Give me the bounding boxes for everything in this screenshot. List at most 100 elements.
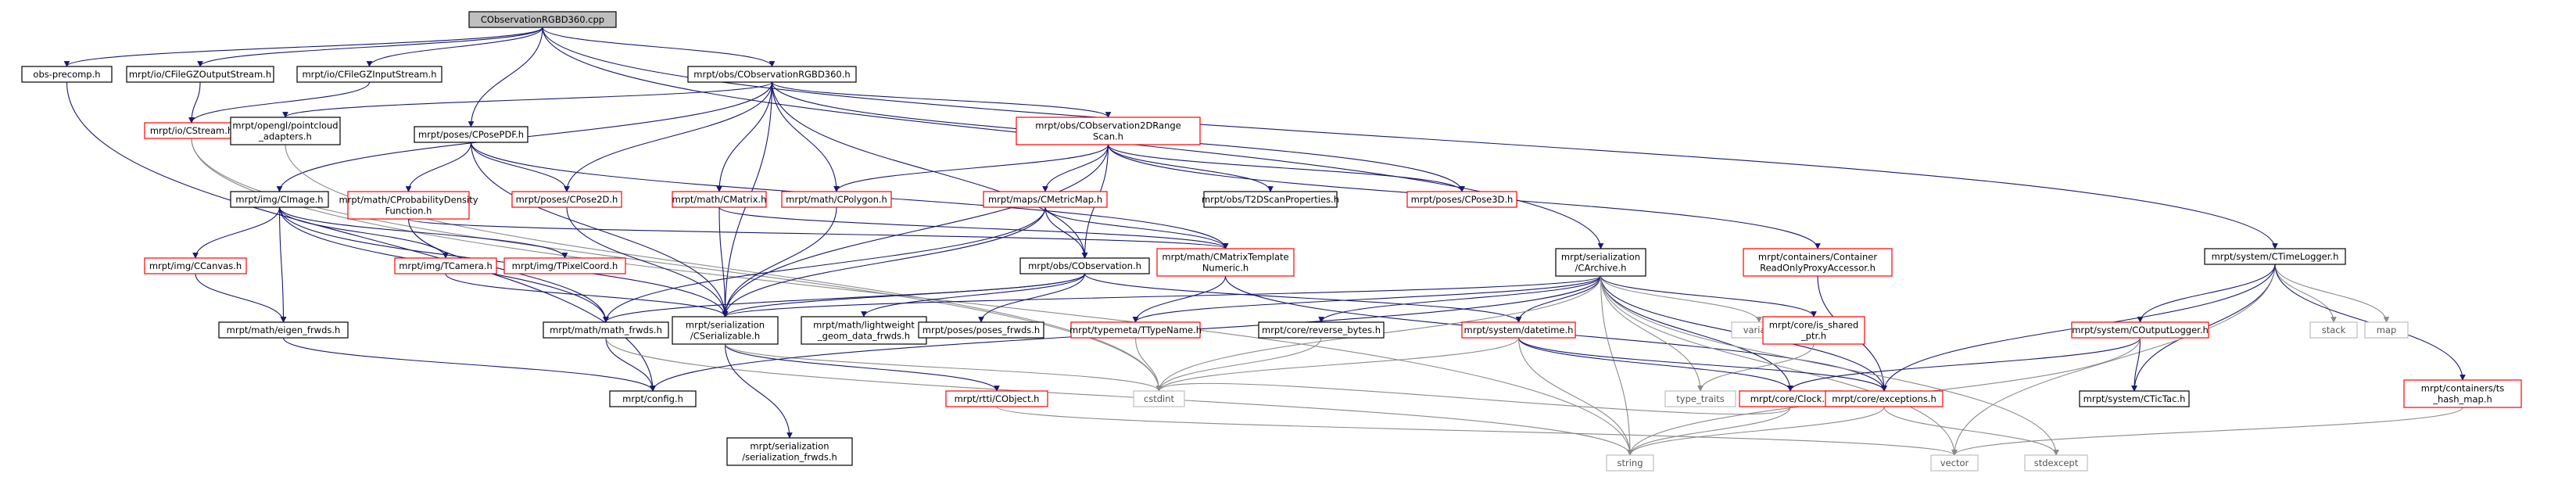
edge-rgbd-to-cpolygon [771,81,840,192]
edge-probdens-to-cmtnum [407,218,1228,249]
node-label: map [2377,325,2397,335]
edge-datetime-to-cstdint [1155,337,1520,392]
node-cobject[interactable]: mrpt/rtti/CObject.h [945,390,1048,407]
node-ctictac[interactable]: mrpt/system/CTicTac.h [2079,390,2190,407]
edge-root-to-rgbd [542,27,776,67]
node-gzin[interactable]: mrpt/io/CFileGZInputStream.h [296,66,442,83]
node-label: mrpt/io/CFileGZOutputStream.h [129,69,271,80]
node-t2dscan[interactable]: mrpt/obs/T2DScanProperties.h [1202,191,1339,208]
node-box [2071,321,2209,339]
edge-cobservation-to-datetime [1084,273,1522,323]
node-carchive[interactable]: mrpt/serialization/CArchive.h [1555,248,1646,277]
node-mathfwds[interactable]: mrpt/math/math_frwds.h [543,321,669,339]
node-cstream[interactable]: mrpt/io/CStream.h [144,122,239,139]
node-vector: vector [1930,454,1979,472]
node-string: string [1606,454,1654,472]
node-cserializable[interactable]: mrpt/serialization/CSerializable.h [672,316,779,345]
node-map: map [2364,321,2409,339]
node-box [609,390,697,407]
node-box [1606,454,1654,472]
node-box [394,257,497,274]
node-label: mrpt/poses/CPose3D.h [1411,194,1514,205]
edge-cpolygon-to-cserializable [722,206,837,317]
node-config[interactable]: mrpt/config.h [609,390,697,407]
node-box [1406,191,1517,208]
node-box [1133,390,1185,407]
node-pointcloud[interactable]: mrpt/opengl/pointcloud_adapters.h [230,117,341,145]
edge-cstream-to-cstdint [191,138,1163,392]
node-tcamera[interactable]: mrpt/img/TCamera.h [394,257,497,274]
edge-cserializable-to-cstdint [724,343,1163,392]
node-eigenfwds[interactable]: mrpt/math/eigen_frwds.h [218,321,349,339]
node-label: mrpt/system/CTicTac.h [2083,393,2186,404]
node-tshashmap[interactable]: mrpt/containers/ts_hash_map.h [2403,379,2522,408]
node-obsprecomp[interactable]: obs-precomp.h [21,66,113,83]
node-label: mrpt/math/math_frwds.h [550,325,662,335]
node-clock[interactable]: mrpt/core/Clock.h [1739,390,1842,407]
node-lightweight[interactable]: mrpt/math/lightweight_geom_data_frwds.h [801,316,927,345]
node-cmetricmap[interactable]: mrpt/maps/CMetricMap.h [983,191,1108,208]
node-label: mrpt/img/CImage.h [235,194,323,205]
node-label: type_traits [1676,393,1724,404]
node-label: _adapters.h [258,131,312,142]
node-gzout[interactable]: mrpt/io/CFileGZOutputStream.h [126,66,274,83]
node-ccanvas[interactable]: mrpt/img/CCanvas.h [144,257,247,274]
node-label: mrpt/math/eigen_frwds.h [227,325,341,335]
node-timelogger[interactable]: mrpt/system/CTimeLogger.h [2204,248,2346,265]
edge-cmtnum-to-ttypename [1132,275,1227,323]
edge-timelogger-to-stack [2274,264,2337,323]
node-serfwds[interactable]: mrpt/serialization/serialization_frwds.h [726,437,853,466]
node-box [126,66,274,83]
node-cpose2d[interactable]: mrpt/poses/CPose2D.h [511,191,622,208]
node-cposepdf[interactable]: mrpt/poses/CPosePDF.h [414,126,528,143]
node-label: mrpt/math/CMatrixTemplate [1162,252,1288,263]
node-cpolygon[interactable]: mrpt/math/CPolygon.h [781,191,892,208]
node-box [230,191,329,208]
edge-timelogger-to-map [2274,264,2390,323]
node-cpose3d[interactable]: mrpt/poses/CPose3D.h [1406,191,1517,208]
node-container[interactable]: mrpt/containers/ContainerReadOnlyProxyAc… [1743,248,1893,277]
node-tpixel[interactable]: mrpt/img/TPixelCoord.h [503,257,626,274]
node-exceptions[interactable]: mrpt/core/exceptions.h [1825,390,1944,407]
node-root[interactable]: CObservationRGBD360.cpp [468,11,617,28]
node-posesfwds[interactable]: mrpt/poses/poses_frwds.h [918,321,1044,339]
edge-cserializable-to-serfwds [724,343,793,439]
node-box [672,191,767,208]
node-label: mrpt/serialization [750,441,829,452]
node-box [1664,390,1736,407]
node-label: mrpt/obs/T2DScanProperties.h [1202,194,1339,205]
edge-root-to-timelogger [542,27,2278,249]
node-box [2309,321,2358,339]
node-reversebytes[interactable]: mrpt/core/reverse_bytes.h [1258,321,1385,339]
node-label: mrpt/system/CTimeLogger.h [2212,251,2339,262]
node-label: vector [1940,457,1969,468]
edge-cobservation-to-cserializable [722,273,1086,317]
node-label: _hash_map.h [2432,394,2492,405]
node-box [1762,316,1865,345]
node-cmatrix[interactable]: mrpt/math/CMatrix.h [672,191,767,208]
edge-carchive-to-vector [1600,275,1958,456]
edge-cimage-to-cserializable [278,206,729,317]
node-coutputlogger[interactable]: mrpt/system/COutputLogger.h [2071,321,2209,339]
edge-tshashmap-to-vector [1951,407,2463,456]
node-ttypename[interactable]: mrpt/typemeta/TTypeName.h [1069,321,1202,339]
node-cimage[interactable]: mrpt/img/CImage.h [230,191,329,208]
node-rgbd[interactable]: mrpt/obs/CObservationRGBD360.h [687,66,857,83]
node-datetime[interactable]: mrpt/system/datetime.h [1461,321,1576,339]
edge-coutputlogger-to-ctictac [2131,337,2141,392]
edge-tcamera-to-cserializable [445,273,729,317]
edge-carchive-to-stdexcept [1600,275,2059,456]
node-label: mrpt/obs/CObservation2DRange [1035,120,1181,131]
edge-cobservation-to-posesfwds [978,273,1086,323]
node-issharedptr[interactable]: mrpt/core/is_shared_ptr.h [1762,316,1865,345]
edge-obs2d-to-cpose3d [1107,144,1465,192]
node-cobservation[interactable]: mrpt/obs/CObservation.h [1019,257,1150,274]
edge-root-to-gzin [366,27,543,67]
node-stdexcept: stdexcept [2024,454,2088,472]
node-box [347,191,470,220]
node-label: obs-precomp.h [33,69,100,80]
edge-issharedptr-to-typetraits [1697,343,1815,392]
